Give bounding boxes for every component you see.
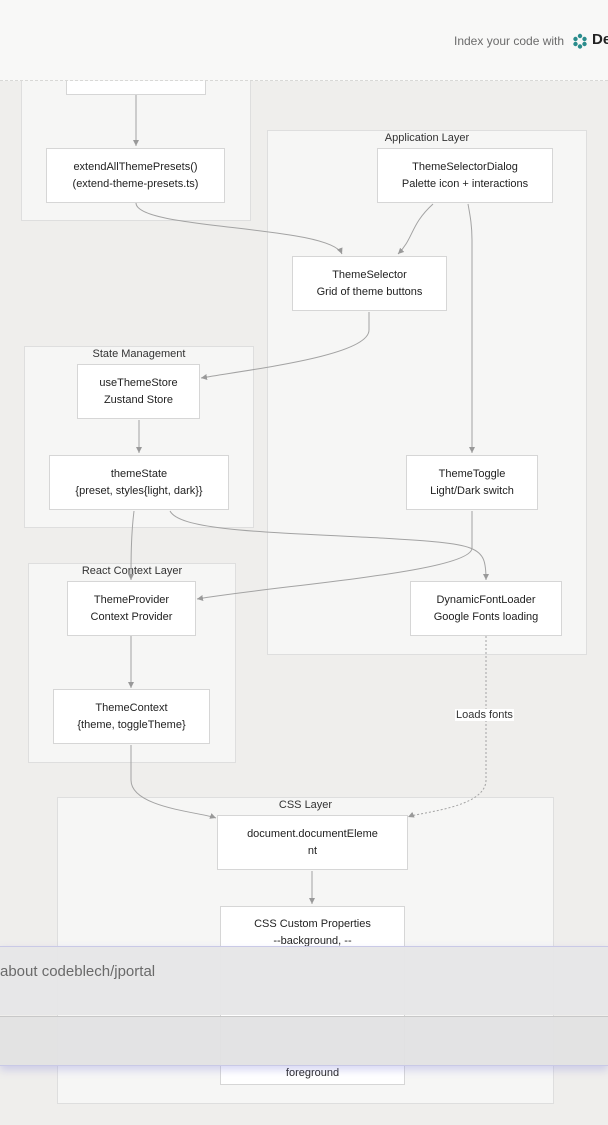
theme-state-node: themeState{preset, styles{light, dark}} bbox=[49, 455, 229, 510]
theme-context-node: ThemeContext{theme, toggleTheme} bbox=[53, 689, 210, 744]
ask-question-area[interactable]: about codeblech/jportal bbox=[0, 947, 608, 1015]
edge-selector-to-store bbox=[200, 312, 370, 380]
application-layer-label: Application Layer bbox=[384, 132, 470, 144]
css-layer-label: CSS Layer bbox=[278, 799, 333, 811]
devin-logo-icon[interactable] bbox=[572, 33, 588, 49]
edge-toggle-to-provider bbox=[196, 511, 473, 601]
edge-themestate-to-fontloader bbox=[169, 510, 489, 581]
brand-name[interactable]: De bbox=[592, 31, 608, 48]
top-cut-node bbox=[66, 81, 206, 95]
state-management-label: State Management bbox=[92, 348, 186, 360]
edge-themestate-to-provider bbox=[128, 510, 135, 581]
edge-extend-to-selector bbox=[135, 202, 343, 255]
edge-context-to-docelement bbox=[130, 745, 217, 819]
ask-overlay: about codeblech/jportal bbox=[0, 946, 608, 1066]
edge-fontloader-to-docelement bbox=[407, 636, 487, 818]
ask-prompt-text: about codeblech/jportal bbox=[0, 963, 156, 980]
react-context-label: React Context Layer bbox=[81, 565, 183, 577]
top-bar: Index your code with De bbox=[0, 0, 608, 81]
ask-input-bar[interactable] bbox=[0, 1016, 608, 1065]
extend-theme-presets-node: extendAllThemePresets()(extend-theme-pre… bbox=[46, 148, 225, 203]
index-code-text: Index your code with bbox=[454, 34, 565, 48]
edge-dialog-to-selector bbox=[397, 203, 434, 255]
loads-fonts-label: Loads fonts bbox=[455, 709, 514, 721]
edge-dialog-to-toggle bbox=[467, 203, 475, 453]
